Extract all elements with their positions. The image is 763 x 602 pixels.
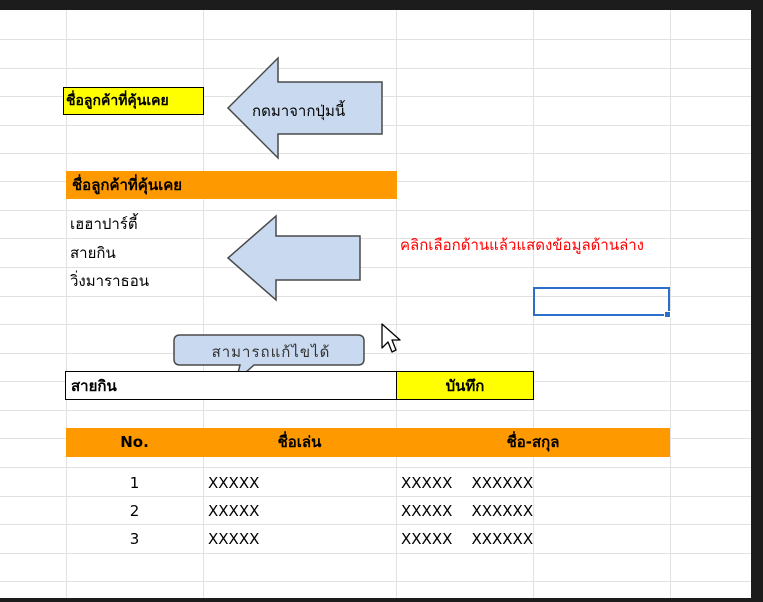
grid-line (66, 10, 67, 598)
grid-line (0, 153, 751, 154)
grid-line (0, 68, 751, 69)
list-item[interactable]: เฮฮาปาร์ตี้ (70, 215, 138, 233)
grid-line (0, 353, 751, 354)
grid-line (670, 10, 671, 598)
table-cell: XXXXX (208, 530, 260, 548)
list-item[interactable]: วิ่งมาราธอน (70, 272, 149, 290)
mouse-cursor-icon (381, 323, 401, 353)
grid-line (0, 524, 751, 525)
grid-line (0, 39, 751, 40)
left-arrow-icon (226, 214, 361, 302)
grid-line (0, 210, 751, 211)
table-header-fullname: ชื่อ-สกุล (396, 428, 670, 457)
table-cell: XXXXX XXXXXX (401, 530, 534, 548)
selected-cell[interactable] (533, 287, 670, 316)
table-cell: XXXXX (208, 474, 260, 492)
customer-list-header: ชื่อลูกค้าที่คุ้นเคย (66, 171, 397, 199)
list-item[interactable]: สายกิน (70, 244, 116, 262)
callout-text: สามารถแก้ไขได้ (211, 343, 331, 361)
arrow-caption: กดมาจากปุ่มนี้ (252, 102, 346, 120)
grid-line (0, 296, 751, 297)
table-header-nickname: ชื่อเล่น (203, 428, 396, 457)
grid-line (0, 496, 751, 497)
fill-handle[interactable] (664, 311, 671, 318)
grid-line (0, 553, 751, 554)
nickname-input[interactable]: สายกิน (65, 371, 398, 400)
table-cell: XXXXX XXXXXX (401, 474, 534, 492)
left-arrow-icon (226, 56, 383, 160)
instruction-hint: คลิกเลือกด้านแล้วแสดงข้อมูลด้านล่าง (400, 236, 645, 254)
table-header-no: No. (66, 428, 203, 457)
table-cell: XXXXX XXXXXX (401, 502, 534, 520)
familiar-customers-button[interactable]: ชื่อลูกค้าที่คุ้นเคย (63, 87, 204, 115)
table-cell: 3 (129, 530, 140, 548)
grid-line (0, 410, 751, 411)
table-cell: 2 (129, 502, 140, 520)
grid-line (0, 324, 751, 325)
grid-line (0, 267, 751, 268)
grid-line (0, 581, 751, 582)
save-button[interactable]: บันทึก (396, 371, 534, 400)
grid-line (0, 238, 751, 239)
grid-line (203, 10, 204, 598)
table-cell: XXXXX (208, 502, 260, 520)
grid-line (0, 467, 751, 468)
grid-line (396, 10, 397, 598)
table-cell: 1 (129, 474, 140, 492)
